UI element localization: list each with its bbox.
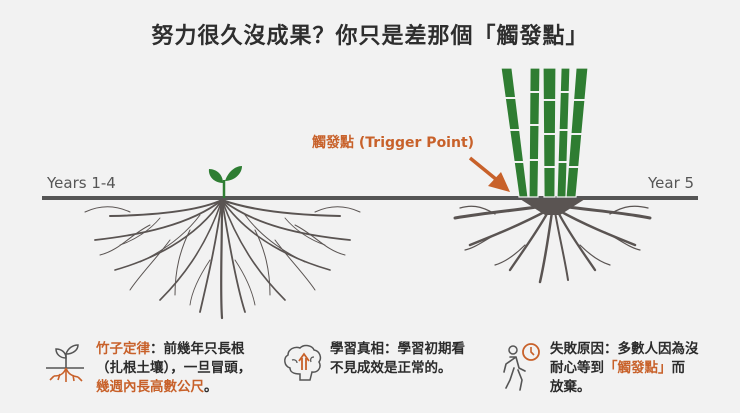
note-3-text-d: 放棄。 (550, 379, 591, 395)
note-3-highlight: 「觸發點」 (604, 360, 672, 376)
note-learning-truth: 學習真相：學習初期看 不見成效是正常的。 (278, 340, 465, 390)
years-1-4-label: Years 1-4 (47, 174, 116, 192)
page-title: 努力很久沒成果？你只是差那個「觸發點」 (151, 24, 589, 49)
walking-clock-icon (496, 340, 544, 391)
note-failure-reason: 失敗原因：多數人因為沒 耐心等到「觸發點」而 放棄。 (496, 340, 699, 397)
note-1-text-c: 幾週內長高數公尺 (96, 379, 204, 395)
diagram: Years 1-4 Year 5 觸發點 (Trigger Point) (42, 67, 698, 320)
brain-arrow-icon (278, 340, 326, 390)
bamboo-icon (500, 67, 589, 198)
notes-section: 竹子定律：前幾年只長根 （扎根土壤），一旦冒頭， 幾週內長高數公尺。 學習真相：… (0, 340, 740, 410)
note-3-text-c: 而 (671, 360, 686, 376)
note-2-text-b: 不見成效是正常的。 (330, 360, 452, 376)
roots-left-icon (84, 198, 361, 320)
note-1-text-d: 。 (204, 379, 218, 395)
sprout-icon (208, 166, 242, 198)
roots-right-icon (453, 199, 652, 284)
year-5-label: Year 5 (648, 174, 695, 192)
note-2-text-a: 學習真相：學習初期看 (330, 341, 465, 357)
ground-line (42, 196, 698, 200)
note-1-text-b: （扎根土壤），一旦冒頭， (96, 360, 252, 376)
trigger-arrow-icon (468, 156, 510, 192)
sprout-roots-icon (40, 340, 88, 390)
note-1-highlight: 竹子定律 (96, 341, 150, 357)
growth-illustration (42, 67, 698, 320)
note-bamboo-law: 竹子定律：前幾年只長根 （扎根土壤），一旦冒頭， 幾週內長高數公尺。 (40, 340, 251, 397)
note-3-text-b: 耐心等到 (550, 360, 604, 376)
trigger-point-label: 觸發點 (Trigger Point) (312, 135, 475, 151)
note-3-text-a: 失敗原因：多數人因為沒 (550, 341, 699, 357)
note-1-text-a: ：前幾年只長根 (150, 341, 245, 357)
